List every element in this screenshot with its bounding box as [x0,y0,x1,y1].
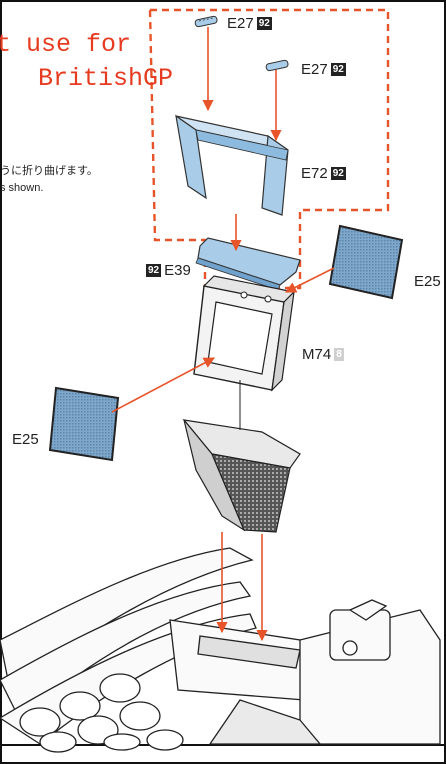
warning-line-2: BritishGP [38,64,174,93]
e72-bracket [175,114,289,216]
assembly-arrows [111,27,335,642]
m74-frame [193,275,296,392]
e27-right-part [265,59,289,72]
instruction-english: s shown. [0,182,44,194]
dashed-region [148,8,390,290]
intake-trumpets [19,673,184,753]
e25-left-mesh [48,386,120,462]
e39-plate [195,237,301,291]
radiator-housing [182,419,301,533]
label-e25-left: E25 [12,431,39,448]
e25-right-mesh [328,224,404,300]
label-e25-right: E25 [414,273,441,290]
warning-line-1: t use for [0,30,132,59]
e27-top-part [194,15,218,28]
instruction-japanese: うに折り曲げます。 [0,165,98,177]
